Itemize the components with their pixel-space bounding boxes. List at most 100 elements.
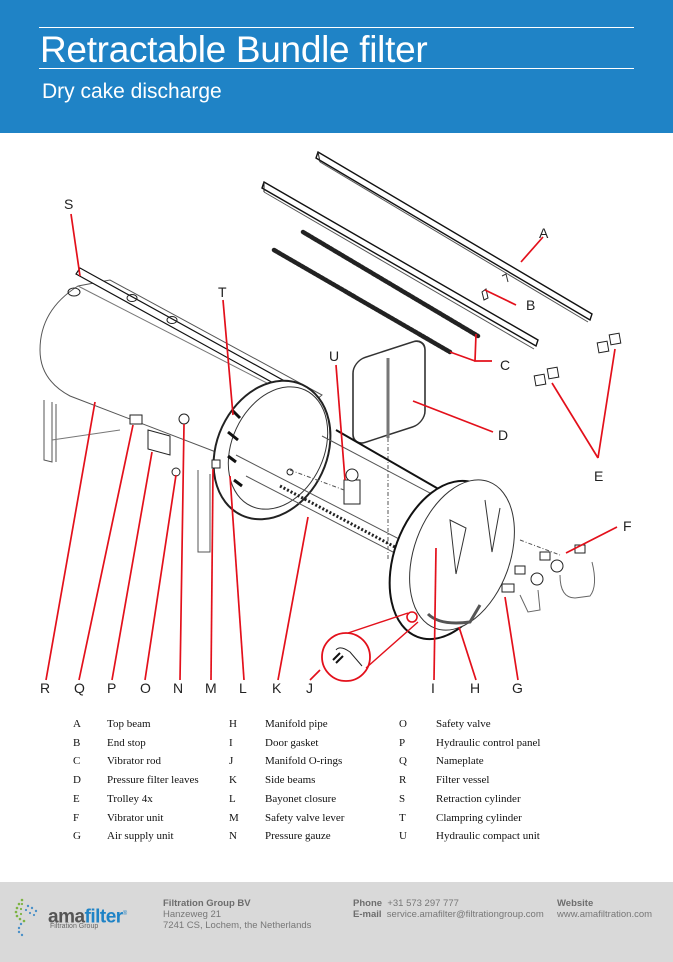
- leader-lines: [45, 213, 618, 681]
- website-link[interactable]: www.amafiltration.com: [557, 909, 653, 920]
- legend-key: Q: [399, 755, 407, 767]
- legend-key: I: [229, 737, 233, 749]
- legend-key: O: [399, 718, 407, 730]
- vibrator-rods: [271, 229, 481, 355]
- legend-key: S: [399, 793, 406, 805]
- legend-label: Air supply unit: [107, 830, 174, 842]
- company-name: Filtration Group BV: [163, 898, 251, 909]
- legend-label: Bayonet closure: [265, 793, 337, 805]
- callout-u: U: [329, 348, 340, 364]
- callout-q: Q: [74, 680, 85, 696]
- trolleys: [533, 332, 622, 387]
- logo-subtitle: Filtration Group: [50, 923, 99, 930]
- callout-g: G: [512, 680, 523, 696]
- end-stop: [481, 273, 509, 301]
- website-label: Website: [557, 898, 594, 909]
- filter-vessel: [39, 267, 332, 553]
- legend-label: Top beam: [107, 718, 151, 730]
- legend-key: B: [73, 737, 81, 749]
- legend-label: Safety valve lever: [265, 812, 345, 824]
- legend-key: H: [229, 718, 237, 730]
- legend-label: Filter vessel: [436, 774, 490, 786]
- legend-key: J: [229, 755, 234, 767]
- diagram-drawing: [39, 150, 622, 682]
- company-city: 7241 CS, Lochem, the Netherlands: [163, 920, 312, 931]
- phone-label: Phone: [353, 898, 383, 909]
- legend-label: Hydraulic control panel: [436, 737, 541, 749]
- legend-label: Retraction cylinder: [436, 793, 521, 805]
- legend-label: Manifold pipe: [265, 718, 328, 730]
- vibrator-air-units: [501, 539, 596, 613]
- legend-key: K: [229, 774, 237, 786]
- email-link[interactable]: service.amafilter@filtrationgroup.com: [386, 909, 544, 920]
- legend-key: T: [399, 812, 406, 824]
- header-rule-top: [39, 27, 634, 28]
- amafilter-logo: amafilter® Filtration Group: [0, 882, 150, 942]
- filter-leaf: [352, 340, 426, 560]
- callout-o: O: [140, 680, 151, 696]
- company-street: Hanzeweg 21: [163, 909, 222, 920]
- callout-m: M: [205, 680, 217, 696]
- legend-key: M: [229, 812, 239, 824]
- legend-key: G: [73, 830, 81, 842]
- page-title: Retractable Bundle filter: [40, 29, 428, 70]
- legend-label: Clampring cylinder: [436, 812, 522, 824]
- exploded-diagram: S T U A B C D E F R Q P O N M L K J I H …: [0, 133, 673, 703]
- legend-label: Pressure filter leaves: [107, 774, 199, 786]
- logo-word-filter: filter: [84, 906, 124, 928]
- callout-c: C: [500, 357, 511, 373]
- contact-block: Phone +31 573 297 777 E-mail service.ama…: [353, 898, 544, 920]
- hydraulic-unit: [289, 468, 361, 505]
- logo-registered-mark: ®: [122, 911, 127, 917]
- legend-label: Vibrator unit: [107, 812, 164, 824]
- callout-n: N: [173, 680, 184, 696]
- callout-r: R: [40, 680, 51, 696]
- legend-label: Vibrator rod: [107, 755, 162, 767]
- legend-key: R: [399, 774, 407, 786]
- legend-key: C: [73, 755, 81, 767]
- legend-label: Trolley 4x: [107, 793, 153, 805]
- legend-label: Manifold O-rings: [265, 755, 343, 767]
- callout-i: I: [431, 680, 435, 696]
- legend-key: E: [73, 793, 80, 805]
- callout-f: F: [623, 518, 632, 534]
- page-subtitle: Dry cake discharge: [42, 80, 222, 103]
- phone-number[interactable]: +31 573 297 777: [387, 898, 459, 909]
- email-label: E-mail: [353, 909, 382, 920]
- callout-d: D: [498, 427, 509, 443]
- callout-h: H: [470, 680, 481, 696]
- legend-label: End stop: [107, 737, 146, 749]
- side-beam: [261, 180, 539, 350]
- callout-j: J: [306, 680, 313, 696]
- callout-a: A: [539, 225, 549, 241]
- bundle-beams: [235, 429, 501, 567]
- legend-label: Safety valve: [436, 718, 491, 730]
- legend-key: N: [229, 830, 237, 842]
- company-block: Filtration Group BV Hanzeweg 21 7241 CS,…: [163, 898, 311, 931]
- legend-label: Side beams: [265, 774, 316, 786]
- callout-b: B: [526, 297, 536, 313]
- website-block: Website www.amafiltration.com: [557, 898, 652, 920]
- legend-label: Nameplate: [436, 755, 484, 767]
- header-rule-bottom: [39, 68, 634, 69]
- legend-label: Pressure gauze: [265, 830, 331, 842]
- logo-wordmark: amafilter®: [48, 904, 127, 927]
- callout-k: K: [272, 680, 282, 696]
- legend-key: L: [229, 793, 236, 805]
- logo-word-ama: ama: [48, 906, 85, 928]
- legend-label: Hydraulic compact unit: [436, 830, 540, 842]
- oring-detail-callout: [321, 612, 419, 682]
- callout-l: L: [239, 680, 247, 696]
- legend-key: F: [73, 812, 80, 824]
- footer: amafilter® Filtration Group Filtration G…: [0, 882, 673, 962]
- logo-swirl-icon: [14, 898, 38, 937]
- callout-e: E: [594, 468, 604, 484]
- legend-key: P: [399, 737, 406, 749]
- legend-key: U: [399, 830, 407, 842]
- legend-label: Door gasket: [265, 737, 319, 749]
- legend-key: A: [73, 718, 81, 730]
- top-beam: [315, 150, 593, 323]
- callout-s: S: [64, 196, 74, 212]
- callout-p: P: [107, 680, 117, 696]
